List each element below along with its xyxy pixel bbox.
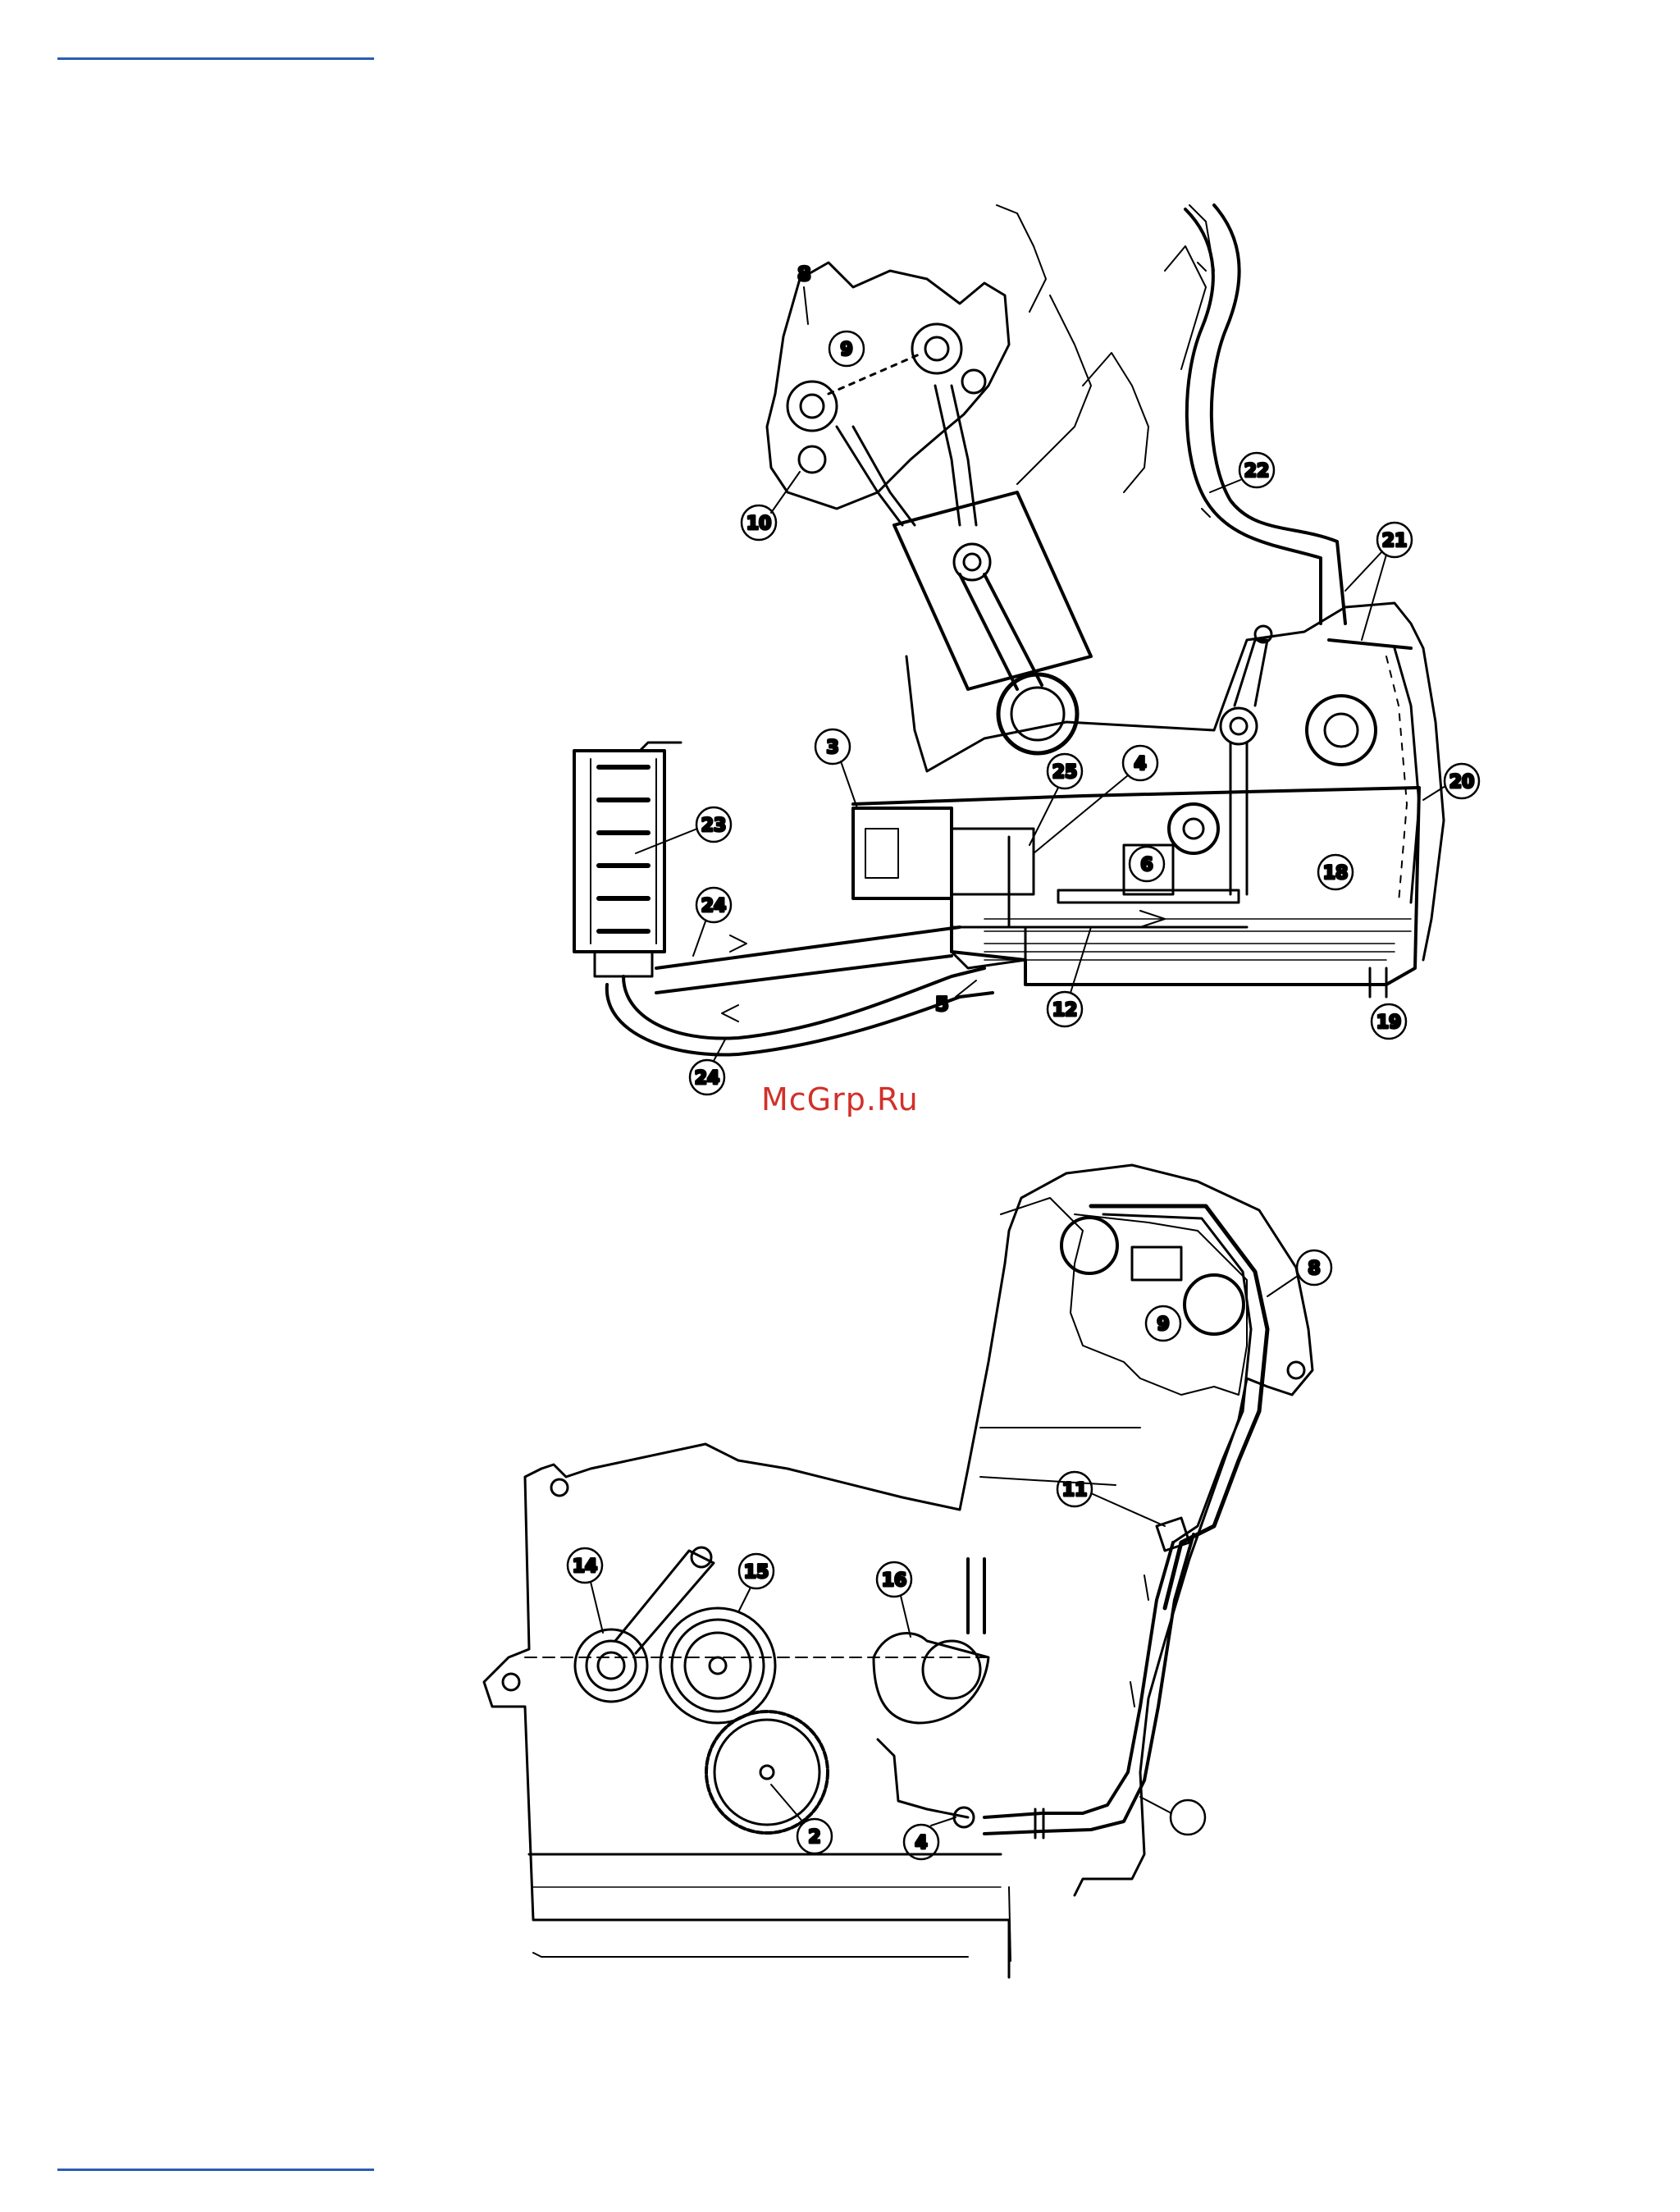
callout-24-upper: 24 xyxy=(693,888,731,956)
callout-3: 3 xyxy=(815,729,857,808)
callout-label: 10 xyxy=(746,514,772,534)
callout-label: 21 xyxy=(1382,531,1408,551)
callout-label: 18 xyxy=(1323,863,1349,884)
callout-20: 20 xyxy=(1423,764,1479,800)
callout-24-lower: 24 xyxy=(690,1038,726,1095)
callout-label: 4 xyxy=(915,1833,927,1853)
callout-label: 8 xyxy=(797,263,811,286)
callout-label: 12 xyxy=(1052,1000,1078,1021)
callout-18: 18 xyxy=(1318,855,1353,889)
callout-blank xyxy=(1140,1797,1205,1835)
callout-label: 11 xyxy=(1062,1480,1088,1501)
callout-label: 9 xyxy=(840,340,852,360)
callout-9-bottom: 9 xyxy=(1146,1306,1180,1341)
callout-label: 15 xyxy=(744,1562,769,1583)
callout-label: 24 xyxy=(695,1068,720,1089)
top-figure xyxy=(574,205,1444,1055)
callout-label: 24 xyxy=(701,896,727,916)
callout-4-bottom: 4 xyxy=(904,1817,956,1859)
callout-label: 20 xyxy=(1449,772,1475,793)
callout-label: 9 xyxy=(1157,1314,1169,1335)
gear-14 xyxy=(575,1629,647,1702)
callout-16: 16 xyxy=(877,1562,911,1637)
callout-25: 25 xyxy=(1029,754,1082,845)
callout-15: 15 xyxy=(738,1554,774,1612)
callout-label: 22 xyxy=(1244,461,1270,482)
watermark: McGrp.Ru xyxy=(761,1081,919,1117)
callout-19: 19 xyxy=(1372,1004,1406,1039)
callout-label: 16 xyxy=(882,1570,907,1591)
callout-label: 19 xyxy=(1376,1012,1402,1033)
callout-11: 11 xyxy=(1057,1472,1165,1526)
callout-label: 23 xyxy=(701,816,727,836)
callout-label: 4 xyxy=(1134,754,1146,775)
callout-14: 14 xyxy=(568,1548,603,1633)
bottom-callouts: 8 9 11 14 15 16 2 4 xyxy=(568,1250,1331,1859)
callout-6: 6 xyxy=(1130,847,1164,881)
gear-15 xyxy=(660,1608,775,1723)
callout-label: 2 xyxy=(808,1827,820,1848)
callout-label: 25 xyxy=(1052,762,1078,783)
callout-12: 12 xyxy=(1048,927,1091,1026)
callout-label: 3 xyxy=(826,738,838,758)
callout-8-top: 8 xyxy=(797,263,811,324)
callout-label: 14 xyxy=(573,1556,598,1577)
callout-label: 6 xyxy=(1140,855,1153,875)
callout-21: 21 xyxy=(1345,523,1412,640)
callout-10-top: 10 xyxy=(742,472,800,540)
bottom-rule xyxy=(57,2169,374,2171)
callout-9-top: 9 xyxy=(829,331,864,366)
callout-label: 5 xyxy=(935,993,949,1016)
callout-23: 23 xyxy=(636,807,731,853)
callout-label: 8 xyxy=(1308,1259,1320,1279)
gear-2 xyxy=(706,1712,828,1833)
